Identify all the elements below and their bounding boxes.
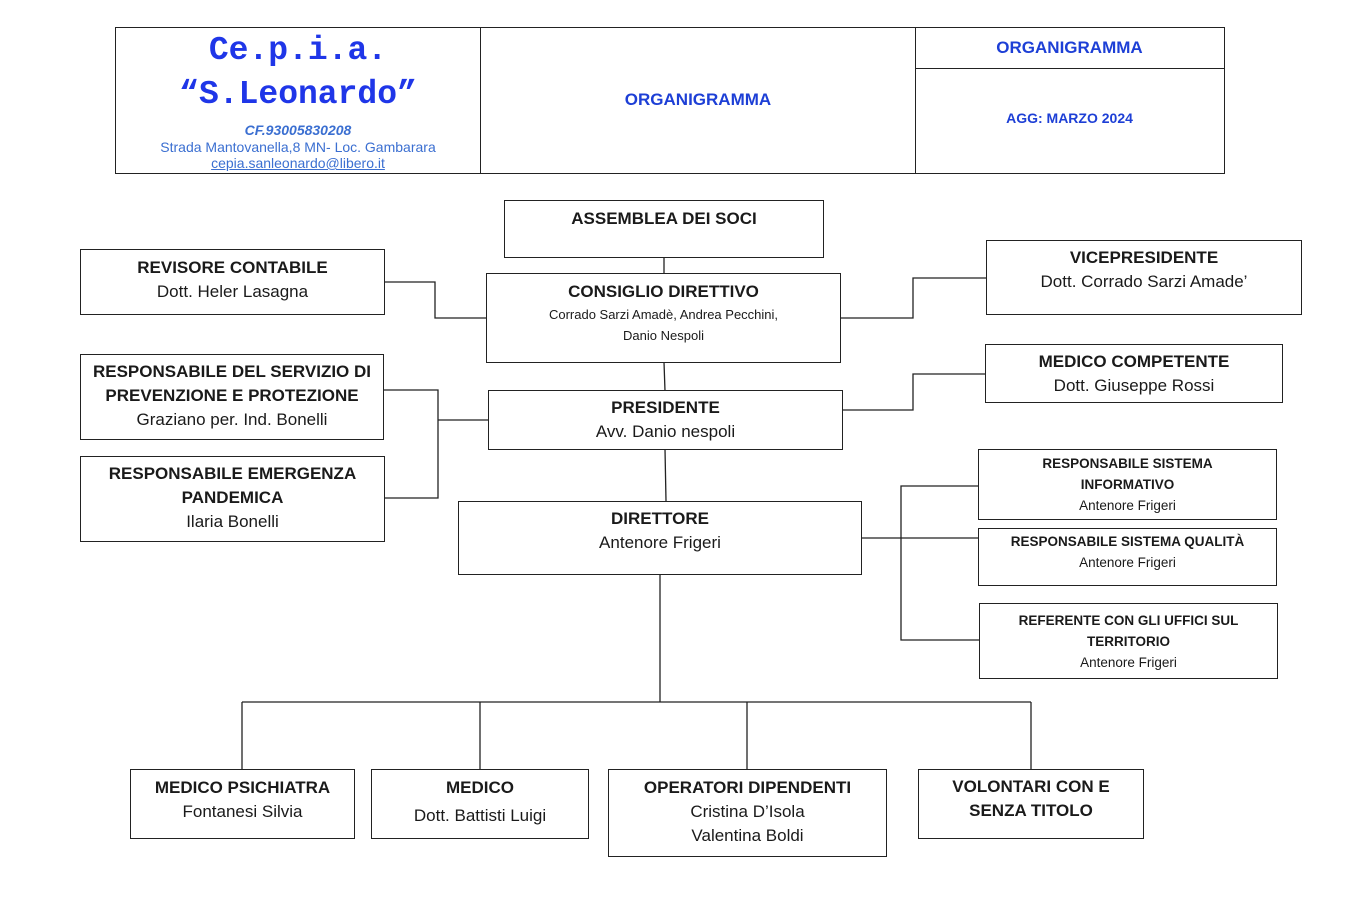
node-members-line2: Danio Nespoli (623, 328, 704, 343)
right-title-cell: ORGANIGRAMMA (915, 28, 1224, 69)
node-medico: MEDICO Dott. Battisti Luigi (371, 769, 589, 839)
node-presidente: PRESIDENTE Avv. Danio nespoli (488, 390, 843, 450)
node-title: MEDICO PSICHIATRA (154, 778, 331, 797)
node-person: Dott. Giuseppe Rossi (1053, 376, 1215, 395)
node-title: CONSIGLIO DIRETTIVO (568, 282, 759, 301)
node-title-line2: INFORMATIVO (1080, 477, 1175, 492)
node-rspp: RESPONSABILE DEL SERVIZIO DI PREVENZIONE… (80, 354, 384, 440)
node-person: Antenore Frigeri (1079, 555, 1176, 570)
address: Strada Mantovanella,8 MN- Loc. Gambarara (160, 139, 436, 155)
node-person: Dott. Corrado Sarzi Amade’ (1040, 272, 1248, 291)
connector-rspp-emergenza (384, 389, 439, 499)
connector-consiglio-vicepresidente (840, 277, 987, 319)
node-title: PRESIDENTE (611, 398, 720, 417)
header-right-cell: ORGANIGRAMMA AGG: MARZO 2024 (915, 28, 1224, 173)
node-revisore-contabile: REVISORE CONTABILE Dott. Heler Lasagna (80, 249, 385, 315)
logo-title: Ce.p.i.a. (208, 32, 388, 69)
connector-presidente-direttore (664, 448, 667, 502)
node-vicepresidente: VICEPRESIDENTE Dott. Corrado Sarzi Amade… (986, 240, 1302, 315)
node-title-line1: REFERENTE CON GLI UFFICI SUL (1018, 613, 1239, 628)
logo-subtitle: “S.Leonardo” (179, 76, 417, 113)
node-person: Graziano per. Ind. Bonelli (136, 410, 328, 429)
node-person-1: Cristina D’Isola (690, 802, 805, 821)
node-person: Dott. Battisti Luigi (413, 806, 547, 825)
connector-consiglio-presidente (663, 361, 666, 392)
node-person: Antenore Frigeri (1080, 655, 1177, 670)
connector-presidente-medico-competente (842, 373, 986, 411)
node-title-line1: RESPONSABILE SISTEMA (1042, 456, 1213, 471)
node-person: Antenore Frigeri (599, 533, 721, 552)
email-link[interactable]: cepia.sanleonardo@libero.it (211, 155, 385, 171)
node-title: DIRETTORE (611, 509, 709, 528)
node-person: Ilaria Bonelli (186, 512, 279, 531)
header-logo-cell: Ce.p.i.a. “S.Leonardo” CF.93005830208 St… (116, 28, 480, 173)
node-consiglio-direttivo: CONSIGLIO DIRETTIVO Corrado Sarzi Amadè,… (486, 273, 841, 363)
node-title-line2: PREVENZIONE E PROTEZIONE (105, 386, 359, 405)
center-title: ORGANIGRAMMA (624, 90, 772, 109)
node-title: ASSEMBLEA DEI SOCI (571, 209, 757, 228)
node-responsabile-sistema-informativo: RESPONSABILE SISTEMA INFORMATIVO Antenor… (978, 449, 1277, 520)
node-responsabile-sistema-qualita: RESPONSABILE SISTEMA QUALITÀ Antenore Fr… (978, 528, 1277, 586)
node-person: Dott. Heler Lasagna (156, 282, 309, 301)
node-responsabile-emergenza: RESPONSABILE EMERGENZA PANDEMICA Ilaria … (80, 456, 385, 542)
node-person: Avv. Danio nespoli (595, 422, 736, 441)
node-title-line1: RESPONSABILE EMERGENZA (108, 464, 357, 483)
node-person: Antenore Frigeri (1079, 498, 1176, 513)
node-title: RESPONSABILE SISTEMA QUALITÀ (1010, 534, 1245, 549)
node-title: MEDICO (446, 778, 514, 797)
node-referente-uffici: REFERENTE CON GLI UFFICI SUL TERRITORIO … (979, 603, 1278, 679)
header-center-cell: ORGANIGRAMMA (480, 28, 916, 173)
node-title: REVISORE CONTABILE (137, 258, 328, 277)
update-date: AGG: MARZO 2024 (1006, 110, 1133, 126)
node-person: Fontanesi Silvia (182, 802, 303, 821)
node-volontari: VOLONTARI CON E SENZA TITOLO (918, 769, 1144, 839)
node-title-line1: VOLONTARI CON E (952, 777, 1110, 796)
right-title: ORGANIGRAMMA (996, 38, 1143, 57)
node-title: VICEPRESIDENTE (1069, 248, 1219, 267)
node-members-line1: Corrado Sarzi Amadè, Andrea Pecchini, (548, 307, 779, 322)
connector-direttore-staff (900, 485, 980, 641)
node-medico-competente: MEDICO COMPETENTE Dott. Giuseppe Rossi (985, 344, 1283, 403)
node-operatori-dipendenti: OPERATORI DIPENDENTI Cristina D’Isola Va… (608, 769, 887, 857)
connector-revisore-consiglio (384, 281, 487, 319)
header-table: Ce.p.i.a. “S.Leonardo” CF.93005830208 St… (115, 27, 1225, 174)
node-title: OPERATORI DIPENDENTI (643, 778, 852, 797)
node-person-2: Valentina Boldi (691, 826, 804, 845)
node-direttore: DIRETTORE Antenore Frigeri (458, 501, 862, 575)
node-title: MEDICO COMPETENTE (1038, 352, 1230, 371)
node-title-line2: SENZA TITOLO (969, 801, 1093, 820)
node-assemblea: ASSEMBLEA DEI SOCI (504, 200, 824, 258)
node-title-line2: PANDEMICA (181, 488, 284, 507)
node-title-line2: TERRITORIO (1086, 634, 1170, 649)
node-title-line1: RESPONSABILE DEL SERVIZIO DI (92, 362, 372, 381)
node-medico-psichiatra: MEDICO PSICHIATRA Fontanesi Silvia (130, 769, 355, 839)
fiscal-code: CF.93005830208 (244, 122, 352, 138)
